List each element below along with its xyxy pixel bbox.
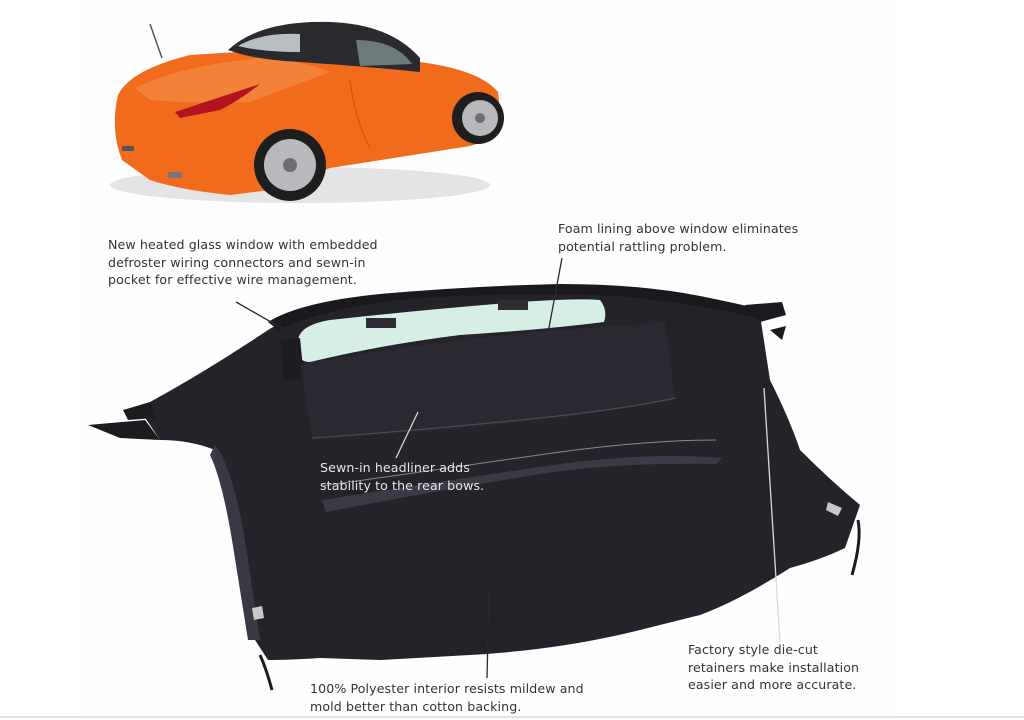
leader-line-polyester <box>486 591 490 679</box>
callout-retainers: Factory style die-cut retainers make ins… <box>688 642 860 692</box>
bottom-divider <box>0 716 1024 718</box>
leader-line-headliner <box>395 411 419 459</box>
callout-heated-glass: New heated glass window with embedded de… <box>108 237 378 287</box>
callout-polyester: 100% Polyester interior resists mildew a… <box>310 681 584 714</box>
leader-line-retainers <box>763 387 781 643</box>
leader-line-foam-lining <box>547 257 563 334</box>
callout-foam-lining: Foam lining above window eliminates pote… <box>558 221 799 254</box>
soft-top-image <box>88 284 861 691</box>
car-image <box>110 21 504 203</box>
leader-line-heated-glass <box>235 301 286 331</box>
callout-headliner: Sewn-in headliner adds stability to the … <box>320 460 485 493</box>
